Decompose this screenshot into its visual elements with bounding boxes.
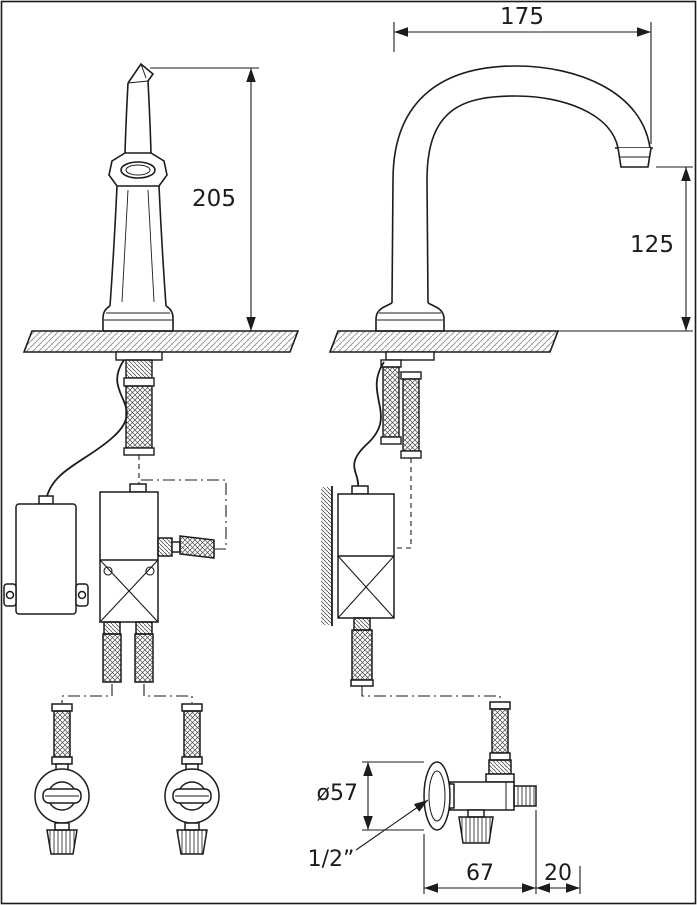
connection-centerline <box>361 686 501 702</box>
left-under-counter <box>45 351 163 501</box>
supply-hose <box>183 710 201 758</box>
control-box <box>3 495 89 615</box>
inlet-hose-hot <box>134 633 154 683</box>
sensor-window <box>120 161 156 179</box>
threaded-shank-left <box>125 359 153 379</box>
faucet-tip <box>127 62 155 84</box>
left-faucet <box>102 62 174 332</box>
sensor-cable-right <box>353 361 385 489</box>
supply-hose <box>53 710 71 758</box>
braided-hose-a <box>382 366 400 438</box>
dim-label-flange: ø57 <box>317 781 358 806</box>
right-under-counter <box>353 351 435 549</box>
right-faucet-spout <box>375 65 653 332</box>
wall-flange-valve-1 <box>34 703 90 855</box>
outlet-hose <box>351 629 373 681</box>
screw-icon <box>145 566 155 576</box>
valve-handle <box>458 816 494 844</box>
hose-nut <box>488 759 512 775</box>
threaded-outlet <box>513 785 537 807</box>
screw-icon <box>103 566 113 576</box>
valve-body <box>449 781 515 811</box>
dim-label-175: 175 <box>500 4 544 30</box>
valve-hose <box>491 708 509 754</box>
solenoid-valve-left <box>61 479 227 703</box>
mount-ear-right <box>75 583 89 607</box>
sensor-cable-left <box>45 359 128 501</box>
hex-fitting <box>157 537 173 557</box>
mount-ear-left <box>3 583 17 607</box>
outlet-connector <box>179 535 215 559</box>
countertop-left <box>22 330 300 353</box>
angle-valve <box>423 701 537 844</box>
knurled-nut <box>46 829 78 855</box>
dim-label-67: 67 <box>466 861 494 886</box>
wall-flange-valve-2 <box>164 703 220 855</box>
dim-label-205: 205 <box>192 186 236 212</box>
solenoid-body <box>99 491 159 623</box>
dim-valve-lengths: 67 20 <box>423 810 581 894</box>
dim-label-125: 125 <box>630 232 674 258</box>
braided-hose-b <box>402 378 420 452</box>
braided-hose-left <box>125 385 153 449</box>
dim-pillar-height: 205 <box>150 67 259 331</box>
wall-section <box>321 487 332 625</box>
sensor-ring <box>108 152 168 187</box>
dim-spout-reach: 175 <box>393 4 652 144</box>
inlet-hose-cold <box>102 633 122 683</box>
knurled-nut <box>176 829 208 855</box>
leader-thread-size: 1/2” <box>308 799 429 872</box>
control-box-body <box>15 503 77 615</box>
mounting-bracket-right <box>385 351 435 361</box>
dim-outlet-height: 125 <box>558 166 693 332</box>
valve-flange <box>423 761 451 831</box>
wall-mounted-box <box>321 485 501 702</box>
mounting-bracket-left <box>115 351 163 361</box>
thread-size-label: 1/2” <box>308 847 355 872</box>
countertop-right <box>328 330 560 353</box>
dim-flange-diameter: ø57 <box>317 761 424 831</box>
connection-centerline <box>139 479 227 550</box>
dim-label-20: 20 <box>544 861 572 886</box>
